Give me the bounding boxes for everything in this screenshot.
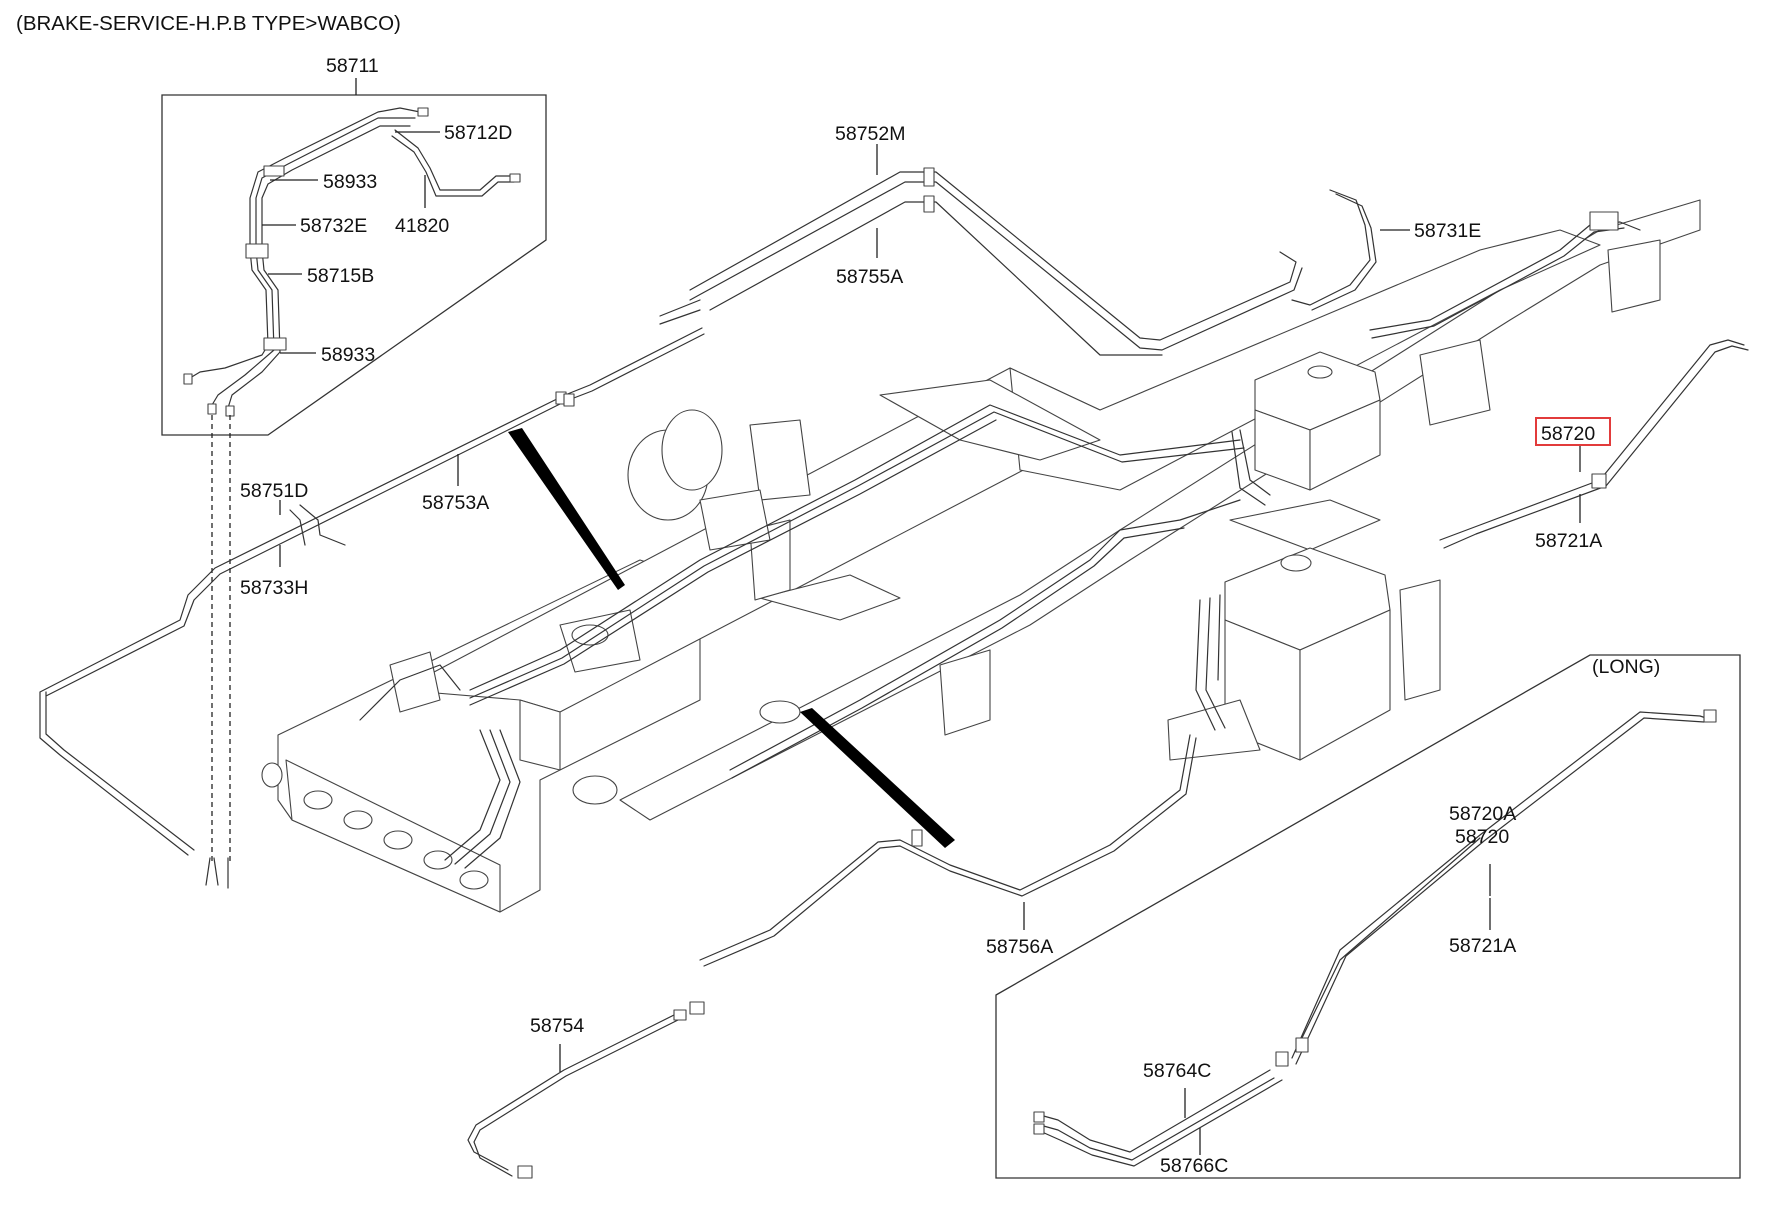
line-rear-upper-right	[1369, 211, 1641, 339]
line-58754	[467, 1001, 705, 1179]
chassis-frame	[261, 199, 1701, 913]
frame-lines	[359, 404, 1245, 869]
diagram-title: (BRAKE-SERVICE-H.P.B TYPE>WABCO)	[16, 12, 401, 35]
label-58764C: 58764C	[1143, 1060, 1211, 1082]
label-58732E: 58732E	[300, 215, 367, 237]
label-41820: 41820	[395, 215, 449, 237]
label-58733H: 58733H	[240, 577, 308, 599]
detail-reference-ends	[205, 857, 229, 889]
label-58720: 58720	[1541, 423, 1595, 445]
label-58766C: 58766C	[1160, 1155, 1228, 1177]
line-58720-short	[1439, 339, 1749, 549]
long-box-label: (LONG)	[1592, 656, 1660, 678]
label-58721A-long: 58721A	[1449, 935, 1516, 957]
detail-box-label: 58711	[326, 55, 379, 77]
long-box: (LONG)	[995, 654, 1741, 1179]
pointer-wedge-upper	[508, 428, 625, 590]
leader-lines	[279, 144, 1581, 1155]
line-58756A	[699, 734, 1197, 967]
label-58720A-long: 58720A	[1449, 803, 1516, 825]
line-58731E	[1291, 189, 1377, 311]
label-58754: 58754	[530, 1015, 584, 1037]
pointer-wedge-lower	[800, 708, 955, 848]
label-58751D: 58751D	[240, 480, 308, 502]
label-58715B: 58715B	[307, 265, 374, 287]
label-58933-upper: 58933	[323, 171, 377, 193]
label-58721A: 58721A	[1535, 530, 1602, 552]
label-58933-lower: 58933	[321, 344, 375, 366]
label-58753A: 58753A	[422, 492, 489, 514]
hpb-module-upper	[1231, 351, 1381, 506]
hpb-module-lower	[1167, 547, 1441, 761]
line-58753A	[39, 327, 705, 856]
label-58756A: 58756A	[986, 936, 1053, 958]
highlighted-part-58720[interactable]: 58720	[1535, 417, 1611, 446]
line-58752M-58755A	[659, 167, 1303, 356]
detail-tube-bundle	[183, 107, 521, 417]
label-58720-long: 58720	[1455, 826, 1509, 848]
detail-box-58711: 58711 58712D 58933 41820 58	[161, 55, 547, 436]
label-58752M: 58752M	[835, 123, 905, 145]
label-58731E: 58731E	[1414, 220, 1481, 242]
label-58712D: 58712D	[444, 122, 512, 144]
label-58755A: 58755A	[836, 266, 903, 288]
